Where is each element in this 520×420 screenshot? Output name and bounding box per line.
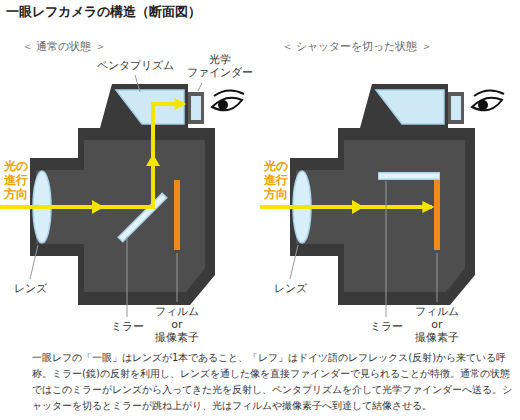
direction-label: 光の 進行 方向 [264,160,292,201]
part-label: フィルム or 撮像素子 [411,305,463,345]
leader-line [135,75,140,92]
mirror [120,195,165,240]
leader-line [386,181,387,317]
camera-normal [30,84,244,305]
leader-line [198,83,202,91]
light-path [0,104,184,207]
leader-line [30,245,38,279]
mirror-face [379,174,439,179]
part-label: フィルム or 撮像素子 [151,305,203,345]
leader-line [290,245,298,279]
camera-shutter [290,84,504,305]
caption-text: 一眼レフの「一眼」はレンズが1本であること、「レフ」はドイツ語のレフレックス(反… [32,350,514,414]
panel-heading: ＜ 通常の状態 ＞ [22,40,106,53]
diagram-title: 一眼レフカメラの構造（断面図） [6,4,201,20]
direction-label: 光の 進行 方向 [4,160,32,201]
leader-lines [30,75,437,317]
part-label: レンズ [8,282,52,295]
leader-line [177,253,178,302]
mirror [378,172,440,180]
arrow-head [352,200,364,214]
part-label: ミラー [366,320,406,333]
part-label: ミラー [107,320,147,333]
panel-heading: ＜ シャッターを切った状態 ＞ [282,40,432,53]
part-label: ペンタプリズム [93,59,177,72]
arrow-head [146,154,160,166]
leader-line [437,253,438,302]
mirror-face [121,196,164,239]
part-label: レンズ [268,282,312,295]
part-label: 光学 ファインダー [184,53,256,79]
light-path [260,205,432,209]
arrow-head [92,200,104,214]
leader-line [127,237,128,317]
